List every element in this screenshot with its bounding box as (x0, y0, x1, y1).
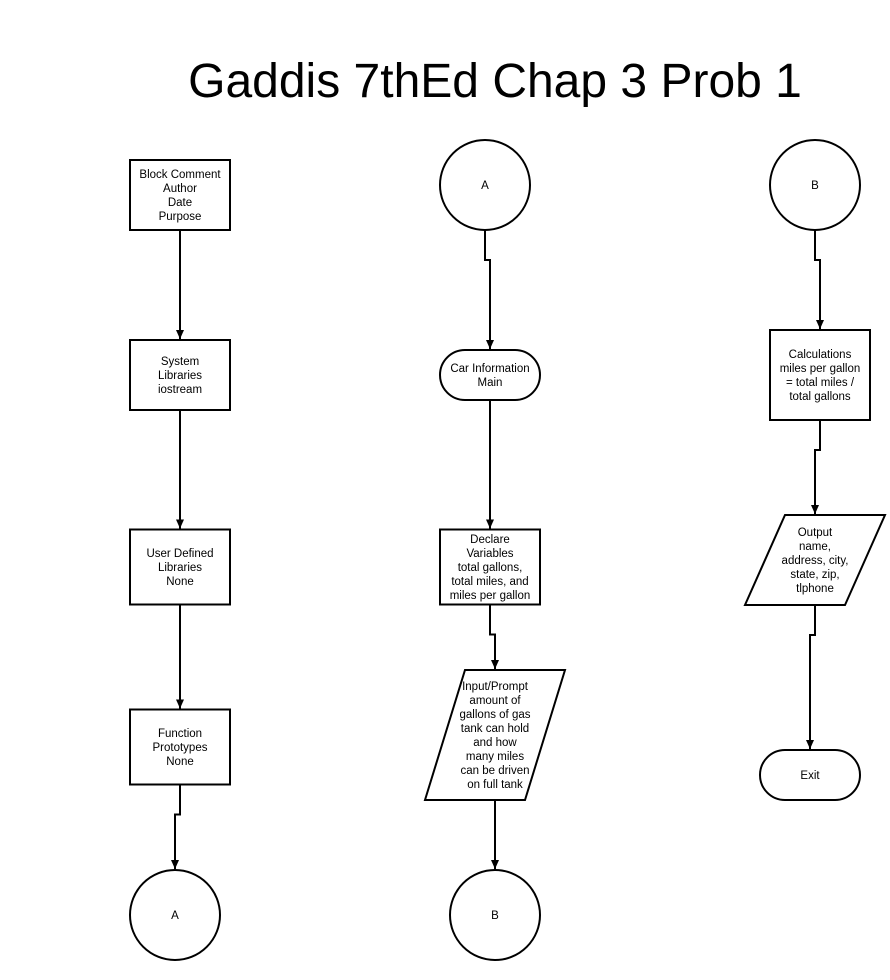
output-label-line: name, (799, 541, 831, 553)
edge-function-prototypes-to-connector-a-out (171, 784, 181, 869)
input-prompt-label-line: amount of (469, 695, 521, 707)
system-libraries-shape (129, 339, 231, 411)
function-prototypes-shape (129, 708, 231, 786)
node-input-prompt: Input/Prompt amount of gallons of gas tank … (423, 669, 567, 801)
connector-a-in-label-line: A (481, 180, 489, 192)
connector-b-out-label-line: B (491, 910, 499, 922)
connector-a-out-label-line: A (171, 910, 179, 922)
edge-declare-variables-to-input-prompt (489, 604, 499, 669)
input-prompt-label-line: can be driven (460, 765, 529, 777)
connector-b-in-shape (769, 139, 861, 231)
block-comment-shape (129, 159, 231, 231)
diagram-title: Gaddis 7thEd Chap 3 Prob 1 (188, 55, 802, 108)
declare-variables-label-line: total gallons, (458, 562, 523, 574)
calculations-label-line: Calculations (789, 349, 852, 361)
calculations-label-line: miles per gallon (780, 363, 861, 375)
car-info-main-label-line: Car Information (450, 363, 529, 375)
edge-output-to-exit (806, 605, 816, 749)
connector-a-out-shape (129, 869, 221, 961)
node-connector-b-out: B (449, 869, 541, 961)
connector-b-in-label-line: B (811, 180, 819, 192)
exit-shape (759, 749, 861, 801)
declare-variables-shape (439, 528, 541, 606)
calculations-label-line: total gallons (789, 391, 851, 403)
system-libraries-label-line: System (161, 356, 199, 368)
output-label-line: Output (798, 527, 833, 539)
node-exit: Exit (759, 749, 861, 801)
user-libraries-shape (129, 528, 231, 606)
output-label-line: tlphone (796, 583, 834, 595)
node-connector-a-out: A (129, 869, 221, 961)
input-prompt-shape (423, 669, 567, 801)
block-comment-label-line: Date (168, 197, 192, 209)
declare-variables-label-line: Variables (466, 548, 513, 560)
node-calculations: Calculations miles per gallon = total mile… (769, 329, 871, 421)
block-comment-label-line: Author (163, 183, 197, 195)
edge-calculations-to-output (811, 420, 821, 514)
input-prompt-label-line: tank can hold (461, 723, 529, 735)
calculations-label-line: = total miles / (786, 377, 855, 389)
output-shape (743, 514, 887, 606)
block-comment-label-line: Purpose (159, 211, 202, 223)
user-libraries-label-line: User Defined (146, 548, 213, 560)
function-prototypes-label-line: Prototypes (153, 742, 208, 754)
declare-variables-label-line: miles per gallon (450, 590, 531, 602)
connector-a-in-shape (439, 139, 531, 231)
system-libraries-label-line: Libraries (158, 370, 202, 382)
input-prompt-label-line: gallons of gas (460, 709, 531, 721)
connector-b-out-shape (449, 869, 541, 961)
edges-layer (171, 230, 824, 869)
function-prototypes-label-line: Function (158, 728, 202, 740)
calculations-shape (769, 329, 871, 421)
edge-connector-a-in-to-car-info-main (484, 230, 494, 349)
node-connector-b-in: B (769, 139, 861, 231)
input-prompt-label-line: and how (473, 737, 517, 749)
node-connector-a-in: A (439, 139, 531, 231)
car-info-main-shape (439, 349, 541, 401)
input-prompt-label-line: on full tank (467, 779, 523, 791)
system-libraries-label-line: iostream (158, 384, 202, 396)
input-prompt-label-line: many miles (466, 751, 524, 763)
car-info-main-label-line: Main (478, 377, 503, 389)
node-output: Output name, address, city, state, zip, tlph… (743, 514, 887, 606)
user-libraries-label-line: Libraries (158, 562, 202, 574)
user-libraries-label-line: None (166, 576, 194, 588)
declare-variables-label-line: total miles, and (451, 576, 528, 588)
output-label-line: state, zip, (790, 569, 839, 581)
input-prompt-label-line: Input/Prompt (462, 681, 529, 693)
declare-variables-label-line: Declare (470, 534, 510, 546)
output-label-line: address, city, (782, 555, 849, 567)
block-comment-label-line: Block Comment (139, 169, 221, 181)
nodes-layer: Block CommentAuthorDatePurposeSystemLibr… (129, 139, 887, 961)
exit-label-line: Exit (800, 770, 820, 782)
edge-connector-b-in-to-calculations (814, 230, 824, 329)
function-prototypes-label-line: None (166, 756, 194, 768)
